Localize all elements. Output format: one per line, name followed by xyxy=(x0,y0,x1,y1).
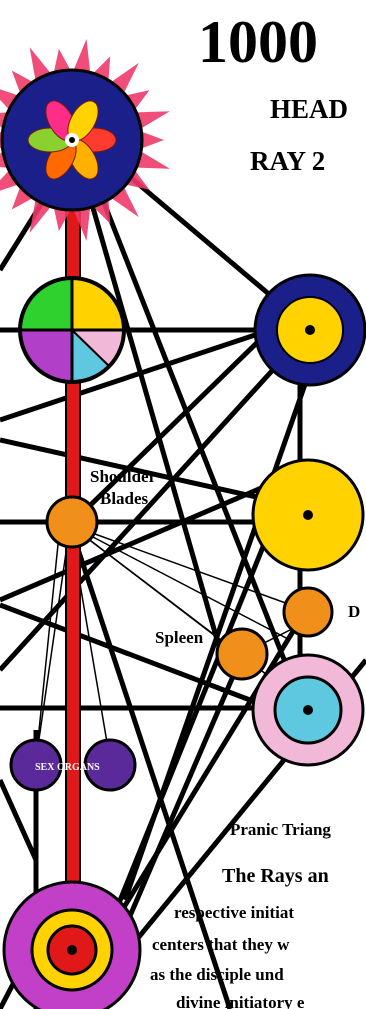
base-center xyxy=(4,882,140,1009)
spleen-center xyxy=(217,629,267,679)
right-orange-center xyxy=(284,588,332,636)
head-center xyxy=(2,70,142,210)
right-d-label: D xyxy=(348,602,360,621)
quadrant-center xyxy=(20,278,124,382)
petal xyxy=(74,39,91,72)
header-title: 1000 xyxy=(198,9,318,75)
petal xyxy=(141,132,164,149)
spleen-label: Spleen xyxy=(155,628,204,647)
right-navy-center xyxy=(255,275,365,385)
header-line2: RAY 2 xyxy=(250,146,325,176)
right-yellow-center xyxy=(253,460,363,570)
sex-organs-label: SEX ORGANS xyxy=(35,762,100,773)
shoulder-blades-label-1: Shoulder xyxy=(90,467,157,486)
pranic-label: Pranic Triang xyxy=(230,820,331,839)
right-pink-center xyxy=(253,655,363,765)
shoulder-blades-label-2: Blades xyxy=(100,489,149,508)
body-line-1: The Rays an xyxy=(222,865,329,887)
header-line1: HEAD xyxy=(270,94,348,124)
shoulder-blades-center xyxy=(47,497,97,547)
body-line-2: respective initiat xyxy=(174,903,294,922)
body-line-3: centers that they w xyxy=(152,935,290,954)
body-line-5: divine initiatory e xyxy=(176,993,305,1009)
body-line-4: as the disciple und xyxy=(150,965,284,984)
